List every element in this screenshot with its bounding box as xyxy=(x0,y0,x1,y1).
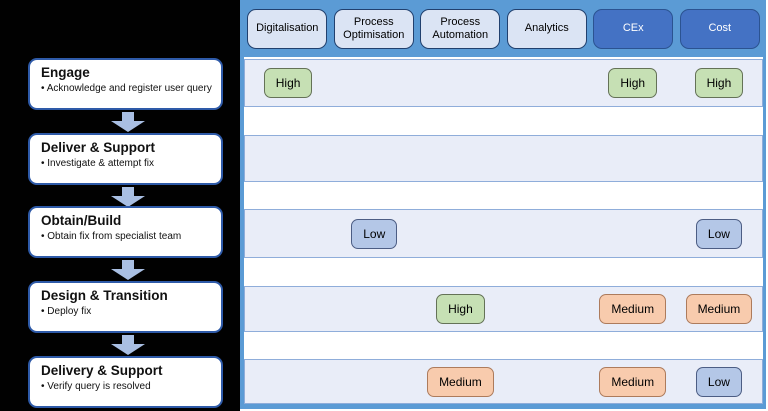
matrix-cell: High xyxy=(436,294,485,324)
matrix-cell: High xyxy=(263,68,313,98)
down-arrow-icon xyxy=(111,335,145,355)
matrix-cell: Low xyxy=(351,218,398,249)
column-header-process-optimisation: Process Optimisation xyxy=(333,8,414,49)
down-arrow-icon xyxy=(111,112,145,132)
matrix-cell: Medium xyxy=(599,366,667,397)
rating-badge: Medium xyxy=(599,366,667,397)
matrix-cell: Medium xyxy=(685,294,753,324)
matrix-cell: Medium xyxy=(599,294,667,324)
matrix-row-delivery-support: Medium Medium Low xyxy=(244,359,763,404)
stage-detail: Obtain fix from specialist team xyxy=(41,231,213,242)
column-header-analytics: Analytics xyxy=(506,8,587,49)
matrix-row-design-transition: High Medium Medium xyxy=(244,286,763,332)
rating-badge: Medium xyxy=(599,294,667,324)
matrix-cell: Low xyxy=(695,366,742,397)
down-arrow-icon xyxy=(111,260,145,280)
stage-card-deliver-support: Deliver & Support Investigate & attempt … xyxy=(28,133,223,185)
stage-card-engage: Engage Acknowledge and register user que… xyxy=(28,58,223,110)
matrix-body: High High High Low Lo xyxy=(244,57,763,404)
stage-card-obtain-build: Obtain/Build Obtain fix from specialist … xyxy=(28,206,223,258)
rating-badge: Medium xyxy=(685,294,753,324)
column-header-process-automation: Process Automation xyxy=(420,8,501,49)
column-header-digitalisation: Digitalisation xyxy=(247,8,328,49)
rating-badge: High xyxy=(694,68,744,98)
matrix-cell: High xyxy=(694,68,744,98)
rating-badge: High xyxy=(436,294,485,324)
stage-title: Delivery & Support xyxy=(41,363,163,378)
column-header-row: Digitalisation Process Optimisation Proc… xyxy=(244,0,763,57)
matrix-cell: Low xyxy=(695,218,742,249)
rating-badge: High xyxy=(263,68,313,98)
rating-badge: Low xyxy=(351,218,398,249)
rating-badge: High xyxy=(608,68,658,98)
matrix-row-obtain-build: Low Low xyxy=(244,209,763,258)
column-header-cost: Cost xyxy=(679,8,760,49)
rating-badge: Medium xyxy=(427,366,494,397)
stage-detail: Investigate & attempt fix xyxy=(41,158,213,169)
process-flow-panel: Engage Acknowledge and register user que… xyxy=(0,0,240,411)
stage-detail: Acknowledge and register user query xyxy=(41,83,213,94)
stage-card-delivery-support: Delivery & Support Verify query is resol… xyxy=(28,356,223,408)
stage-card-design-transition: Design & Transition Deploy fix xyxy=(28,281,223,333)
stage-title: Design & Transition xyxy=(41,288,168,303)
down-arrow-icon xyxy=(111,187,145,207)
matrix-row-engage: High High High xyxy=(244,59,763,107)
stage-detail: Verify query is resolved xyxy=(41,381,213,392)
stage-title: Engage xyxy=(41,65,90,80)
column-header-cex: CEx xyxy=(593,8,674,49)
rating-badge: Low xyxy=(695,366,742,397)
capability-matrix-panel: Digitalisation Process Optimisation Proc… xyxy=(240,0,766,409)
stage-title: Deliver & Support xyxy=(41,140,156,155)
stage-title: Obtain/Build xyxy=(41,213,122,228)
matrix-row-deliver-support xyxy=(244,135,763,182)
stage-detail: Deploy fix xyxy=(41,306,213,317)
matrix-cell: High xyxy=(608,68,658,98)
matrix-cell: Medium xyxy=(427,366,494,397)
rating-badge: Low xyxy=(695,218,742,249)
